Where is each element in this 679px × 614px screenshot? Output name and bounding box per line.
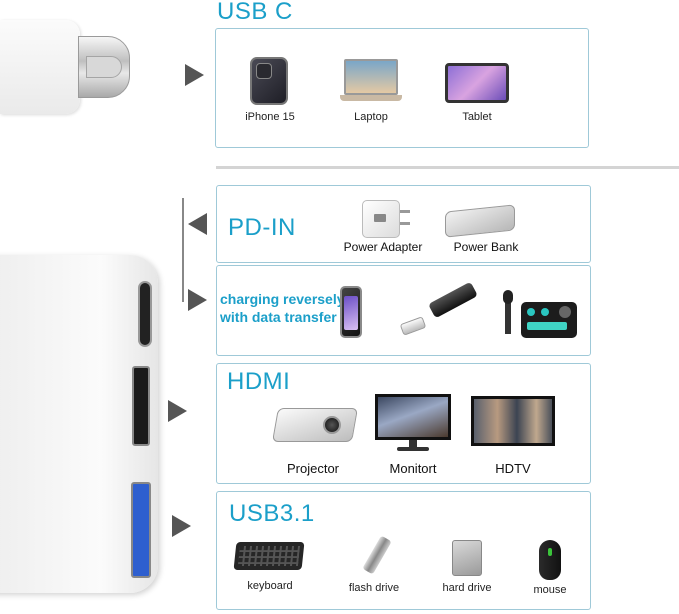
pd-in-panel: PD-IN Power Adapter Power Bank (216, 185, 591, 263)
usb-c-panel: iPhone 15 Laptop Tablet (215, 28, 589, 148)
keyboard-icon (233, 542, 305, 570)
hard-drive-icon (452, 540, 482, 576)
sound-card-icon (503, 290, 579, 342)
monitor-icon (375, 394, 451, 452)
device-label: Tablet (462, 111, 492, 123)
projector-icon (272, 398, 358, 448)
device-label: HDTV (495, 461, 531, 476)
charging-line-1: charging reversely (220, 291, 345, 307)
bracket-line (182, 198, 184, 302)
hdmi-panel: HDMI Projector Monitort HDTV (216, 363, 591, 484)
arrow-pd-in-icon (188, 213, 207, 235)
arrow-usb3-icon (172, 515, 191, 537)
device-label: iPhone 15 (245, 111, 295, 123)
power-bank-icon (445, 202, 521, 238)
section-divider (216, 166, 679, 169)
usb31-panel: USB3.1 keyboard flash drive hard drive m… (216, 491, 591, 610)
arrow-usb-c-icon (185, 64, 204, 86)
hdmi-title: HDMI (227, 368, 291, 395)
phone-icon (340, 286, 362, 338)
hdmi-port (132, 366, 150, 446)
flash-drive-icon (362, 535, 392, 576)
usb-c-title: USB C (217, 0, 293, 25)
device-label: Projector (286, 461, 340, 476)
arrow-hdmi-icon (168, 400, 187, 422)
usb3-port (131, 482, 151, 578)
iphone-icon (250, 57, 288, 105)
pd-in-title: PD-IN (228, 214, 296, 241)
usb-c-plug-tongue (86, 56, 122, 78)
laptop-icon (340, 59, 402, 103)
usb31-title: USB3.1 (229, 500, 315, 527)
device-label: flash drive (348, 582, 400, 594)
device-label: Power Adapter (343, 240, 423, 254)
tablet-icon (445, 63, 509, 103)
device-label: mouse (533, 584, 567, 596)
device-label: keyboard (247, 580, 293, 592)
usb-c-cable-icon (0, 20, 80, 114)
pd-in-port (138, 281, 152, 347)
device-label: Monitort (389, 461, 437, 476)
arrow-charging-icon (188, 289, 207, 311)
hdtv-icon (471, 396, 555, 446)
device-label: Power Bank (453, 240, 519, 254)
device-label: Laptop (354, 111, 388, 123)
device-label: hard drive (442, 582, 492, 594)
charging-panel: charging reversely with data transfer (216, 265, 591, 356)
charging-line-2: with data transfer (220, 309, 337, 325)
power-adapter-icon (362, 200, 412, 238)
usb-stick-icon (399, 281, 479, 338)
mouse-icon (539, 540, 561, 580)
